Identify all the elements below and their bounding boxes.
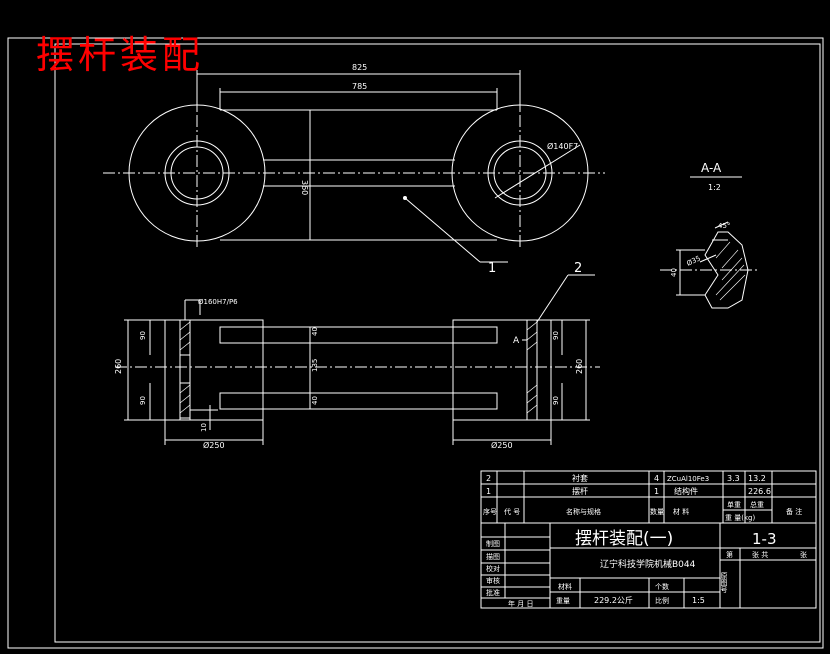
bom-head-name: 名称与规格 <box>566 507 601 516</box>
dim-height: 360 <box>300 180 309 195</box>
bom-row-1-qty: 1 <box>654 487 659 496</box>
plan-view <box>115 274 600 445</box>
section-scale: 1:2 <box>708 183 721 192</box>
label-check: 校对 <box>486 564 500 573</box>
dim-dia-left: Ø250 <box>203 440 225 450</box>
section-height: 40 <box>670 268 678 277</box>
section-dia: Ø35 <box>685 254 701 267</box>
label-date: 年 月 日 <box>508 599 533 608</box>
label-weight: 重量 <box>556 597 570 605</box>
label-scale: 比例 <box>655 596 669 605</box>
bom-row-2-material: ZCuAl10Fe3 <box>667 475 709 483</box>
dim-right-height: 260 <box>575 359 584 374</box>
dim-plan-bore: Ø160H7/P6 <box>198 298 238 306</box>
dim-hub-b: 90 <box>139 396 147 405</box>
label-qty: 个数 <box>655 582 669 591</box>
dim-dia-right: Ø250 <box>491 440 513 450</box>
dim-gap-b: 40 <box>311 396 319 405</box>
company-name: 辽宁科技学院机械B044 <box>600 558 696 570</box>
dim-plan-height: 260 <box>114 359 123 374</box>
drawing-frame <box>54 43 821 643</box>
bom-head-weight: 重 量(kg) <box>725 514 755 522</box>
dim-center-distance: 785 <box>352 82 367 91</box>
section-title: A-A <box>701 161 722 175</box>
bom-row-2-unit: 3.3 <box>727 474 740 483</box>
dim-overall-length: 825 <box>352 63 367 72</box>
label-material: 材料 <box>558 582 572 591</box>
label-original-no: 原图号 <box>720 572 728 594</box>
dim-gap-a: 40 <box>311 327 319 336</box>
title-block <box>480 522 817 609</box>
bom-row-1-material: 结构件 <box>674 486 698 496</box>
label-trace: 描图 <box>486 552 500 561</box>
bom-head-note: 备 注 <box>786 507 802 516</box>
label-approve: 批准 <box>486 588 500 597</box>
dim-hub-d: 90 <box>552 396 560 405</box>
label-sheet-total: 张 共 <box>752 550 768 559</box>
sheet-border <box>7 37 824 649</box>
front-view <box>103 70 605 263</box>
bom-head-unit: 单重 <box>727 500 741 509</box>
weight-value: 229.2公斤 <box>594 595 633 605</box>
dim-hub-a: 90 <box>139 331 147 340</box>
dim-plan-center: 135 <box>311 359 319 372</box>
section-marker-a: A <box>513 336 520 346</box>
leader-part-2: 2 <box>574 261 582 276</box>
dim-hub-c: 90 <box>552 331 560 340</box>
bom-head-material: 材 料 <box>673 507 689 516</box>
leader-part-1: 1 <box>488 261 496 276</box>
dim-bore-dia: Ø140F7 <box>547 141 578 151</box>
dim-small-a: 10 <box>200 423 208 432</box>
label-draw: 制图 <box>486 539 500 548</box>
bom-head-qty: 数量 <box>650 507 664 516</box>
bom-head-total: 总重 <box>750 500 764 509</box>
drawing-title: 摆杆装配(一) <box>575 529 673 549</box>
bom-row-1-total: 226.6 <box>748 487 771 496</box>
section-angle: 45° <box>718 222 730 230</box>
bom-row-1-name: 摆杆 <box>572 486 588 496</box>
bom-row-2-name: 衬套 <box>572 473 588 483</box>
scale-value: 1:5 <box>692 596 705 605</box>
drawing-number: 1-3 <box>752 530 777 548</box>
label-sheet: 第 <box>726 550 733 559</box>
overlay-title: 摆杆装配 <box>36 33 205 77</box>
section-a-a <box>660 176 760 309</box>
bom-row-2-total: 13.2 <box>748 474 766 483</box>
bom-head-no: 序号 <box>483 507 497 516</box>
label-review: 审核 <box>486 576 500 585</box>
bom-row-2-no: 2 <box>486 474 491 483</box>
bom-row-1-no: 1 <box>486 487 491 496</box>
bom-row-2-qty: 4 <box>654 474 659 483</box>
bom-head-code: 代 号 <box>504 507 520 516</box>
label-sheet-end: 张 <box>800 550 807 559</box>
